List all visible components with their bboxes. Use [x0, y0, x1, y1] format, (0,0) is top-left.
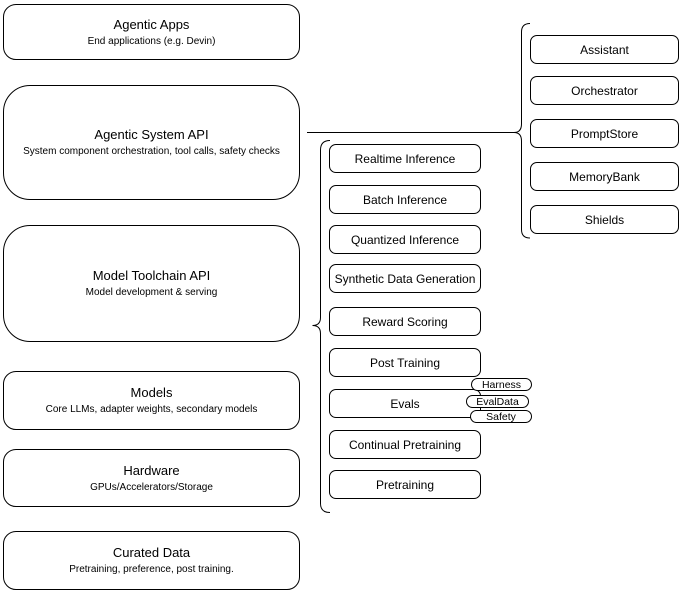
node-subtitle: Pretraining, preference, post training. — [69, 564, 234, 575]
node-title: Hardware — [123, 462, 180, 478]
tag-label: Safety — [486, 410, 516, 423]
node-evals: Evals — [329, 389, 481, 418]
node-label: Synthetic Data Generation — [334, 271, 476, 286]
node-label: Orchestrator — [571, 83, 638, 98]
components-brace — [513, 23, 531, 239]
node-title: Curated Data — [112, 545, 191, 560]
node-shields: Shields — [530, 205, 679, 234]
node-label: Evals — [390, 396, 420, 411]
node-title: Models — [130, 385, 173, 400]
node-subtitle: System component orchestration, tool cal… — [23, 146, 280, 157]
node-subtitle: GPUs/Accelerators/Storage — [90, 481, 213, 493]
node-title: Agentic System API — [94, 127, 209, 142]
node-models: Models Core LLMs, adapter weights, secon… — [3, 371, 300, 430]
node-label: Reward Scoring — [362, 314, 448, 329]
tag-label: Harness — [481, 378, 522, 391]
node-orchestrator: Orchestrator — [530, 76, 679, 105]
node-subtitle: Model development & serving — [85, 287, 218, 298]
node-realtime-inference: Realtime Inference — [329, 144, 481, 173]
node-label: Batch Inference — [362, 192, 448, 207]
node-label: Pretraining — [375, 477, 435, 492]
tag-harness: Harness — [471, 378, 532, 391]
node-label: Post Training — [369, 355, 441, 370]
node-label: Assistant — [580, 42, 629, 57]
tag-safety: Safety — [470, 410, 532, 423]
tag-evaldata: EvalData — [466, 395, 529, 408]
node-title: Model Toolchain API — [92, 268, 211, 283]
node-label: PromptStore — [570, 126, 639, 141]
node-synthetic-data-generation: Synthetic Data Generation — [329, 264, 481, 293]
node-batch-inference: Batch Inference — [329, 185, 481, 214]
node-continual-pretraining: Continual Pretraining — [329, 430, 481, 459]
node-memorybank: MemoryBank — [530, 162, 679, 191]
node-label: MemoryBank — [569, 169, 640, 184]
node-reward-scoring: Reward Scoring — [329, 307, 481, 336]
node-subtitle: Core LLMs, adapter weights, secondary mo… — [45, 404, 258, 415]
node-assistant: Assistant — [530, 35, 679, 64]
node-curated-data: Curated Data Pretraining, preference, po… — [3, 531, 300, 590]
node-model-toolchain-api: Model Toolchain API Model development & … — [3, 225, 300, 342]
node-agentic-apps: Agentic Apps End applications (e.g. Devi… — [3, 4, 300, 60]
node-title: Agentic Apps — [113, 16, 190, 32]
node-quantized-inference: Quantized Inference — [329, 225, 481, 254]
node-agentic-system-api: Agentic System API System component orch… — [3, 85, 300, 200]
node-post-training: Post Training — [329, 348, 481, 377]
node-label: Realtime Inference — [354, 151, 456, 166]
node-subtitle: End applications (e.g. Devin) — [87, 35, 216, 47]
node-label: Shields — [584, 212, 625, 227]
toolchain-brace — [312, 140, 331, 513]
tag-label: EvalData — [476, 395, 519, 408]
node-hardware: Hardware GPUs/Accelerators/Storage — [3, 449, 300, 507]
node-promptstore: PromptStore — [530, 119, 679, 148]
node-label: Quantized Inference — [350, 232, 460, 247]
node-pretraining: Pretraining — [329, 470, 481, 499]
node-label: Continual Pretraining — [348, 437, 462, 452]
